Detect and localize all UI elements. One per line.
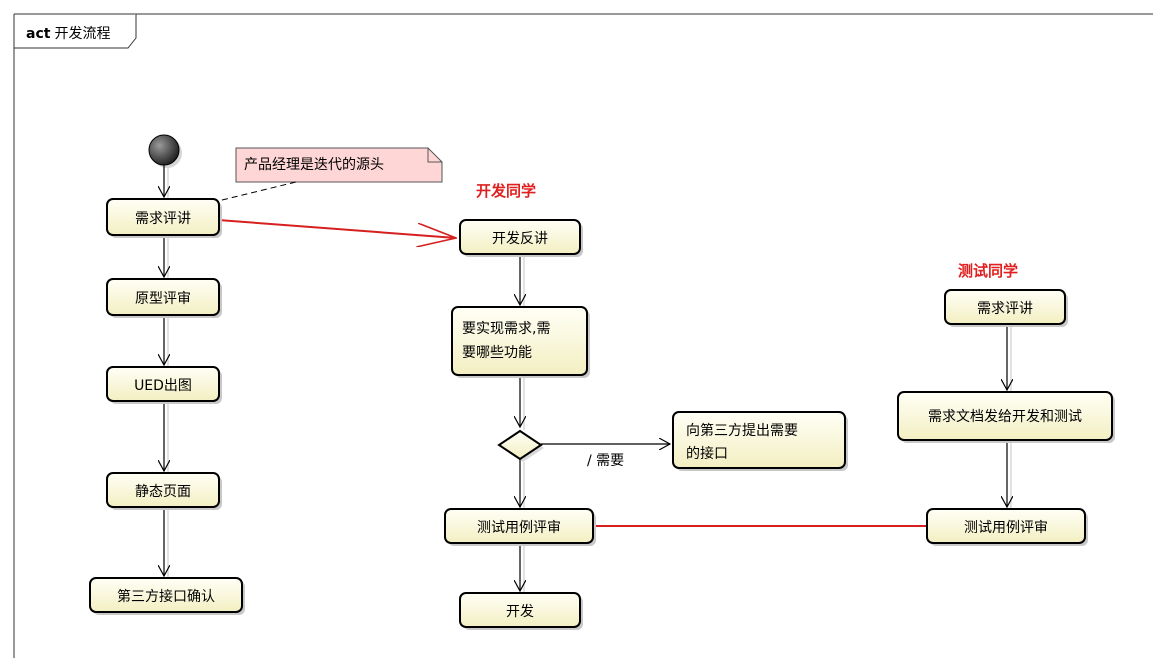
action-ued-design: UED出图 bbox=[106, 366, 222, 404]
action-label: 需求评讲 bbox=[977, 301, 1033, 317]
action-test-test-case-review: 测试用例评审 bbox=[926, 508, 1088, 546]
action-label: 静态页面 bbox=[135, 484, 191, 500]
action-static-page: 静态页面 bbox=[106, 472, 222, 510]
edges bbox=[164, 165, 1007, 591]
action-label: 需求评讲 bbox=[135, 211, 191, 227]
action-requirement-review: 需求评讲 bbox=[106, 198, 222, 238]
action-third-party-request: 向第三方提出需要 的接口 bbox=[672, 411, 848, 471]
action-label: 测试用例评审 bbox=[964, 520, 1048, 536]
action-label-line2: 的接口 bbox=[686, 445, 728, 462]
action-label: 需求文档发给开发和测试 bbox=[928, 409, 1082, 425]
guard-label: / 需要 bbox=[587, 453, 624, 469]
action-label: 开发反讲 bbox=[492, 231, 548, 247]
action-dev-test-case-review: 测试用例评审 bbox=[444, 508, 596, 546]
test-lane-title: 测试同学 bbox=[958, 262, 1018, 280]
initial-node bbox=[148, 134, 182, 168]
action-label-line1: 向第三方提出需要 bbox=[686, 422, 798, 439]
action-send-docs: 需求文档发给开发和测试 bbox=[897, 391, 1115, 443]
action-prototype-review: 原型评审 bbox=[106, 278, 222, 318]
red-link-review-to-devreview bbox=[217, 219, 456, 238]
note: 产品经理是迭代的源头 bbox=[235, 147, 443, 183]
note-anchor bbox=[221, 181, 297, 201]
note-text: 产品经理是迭代的源头 bbox=[244, 157, 384, 173]
action-test-requirement-review: 需求评讲 bbox=[944, 289, 1068, 327]
action-label-line2: 要哪些功能 bbox=[462, 345, 532, 361]
action-dev-review: 开发反讲 bbox=[459, 219, 583, 257]
action-label: 原型评审 bbox=[135, 291, 191, 307]
action-label: 测试用例评审 bbox=[477, 520, 561, 536]
action-needed-features: 要实现需求,需 要哪些功能 bbox=[451, 306, 590, 378]
dev-lane-title: 开发同学 bbox=[476, 182, 536, 200]
action-label: UED出图 bbox=[134, 378, 192, 394]
action-label: 第三方接口确认 bbox=[117, 588, 215, 605]
action-develop: 开发 bbox=[459, 592, 583, 630]
action-label-line1: 要实现需求,需 bbox=[462, 321, 550, 337]
action-label: 开发 bbox=[506, 604, 534, 620]
decision-node bbox=[497, 429, 544, 462]
action-third-party-confirm: 第三方接口确认 bbox=[89, 577, 245, 615]
